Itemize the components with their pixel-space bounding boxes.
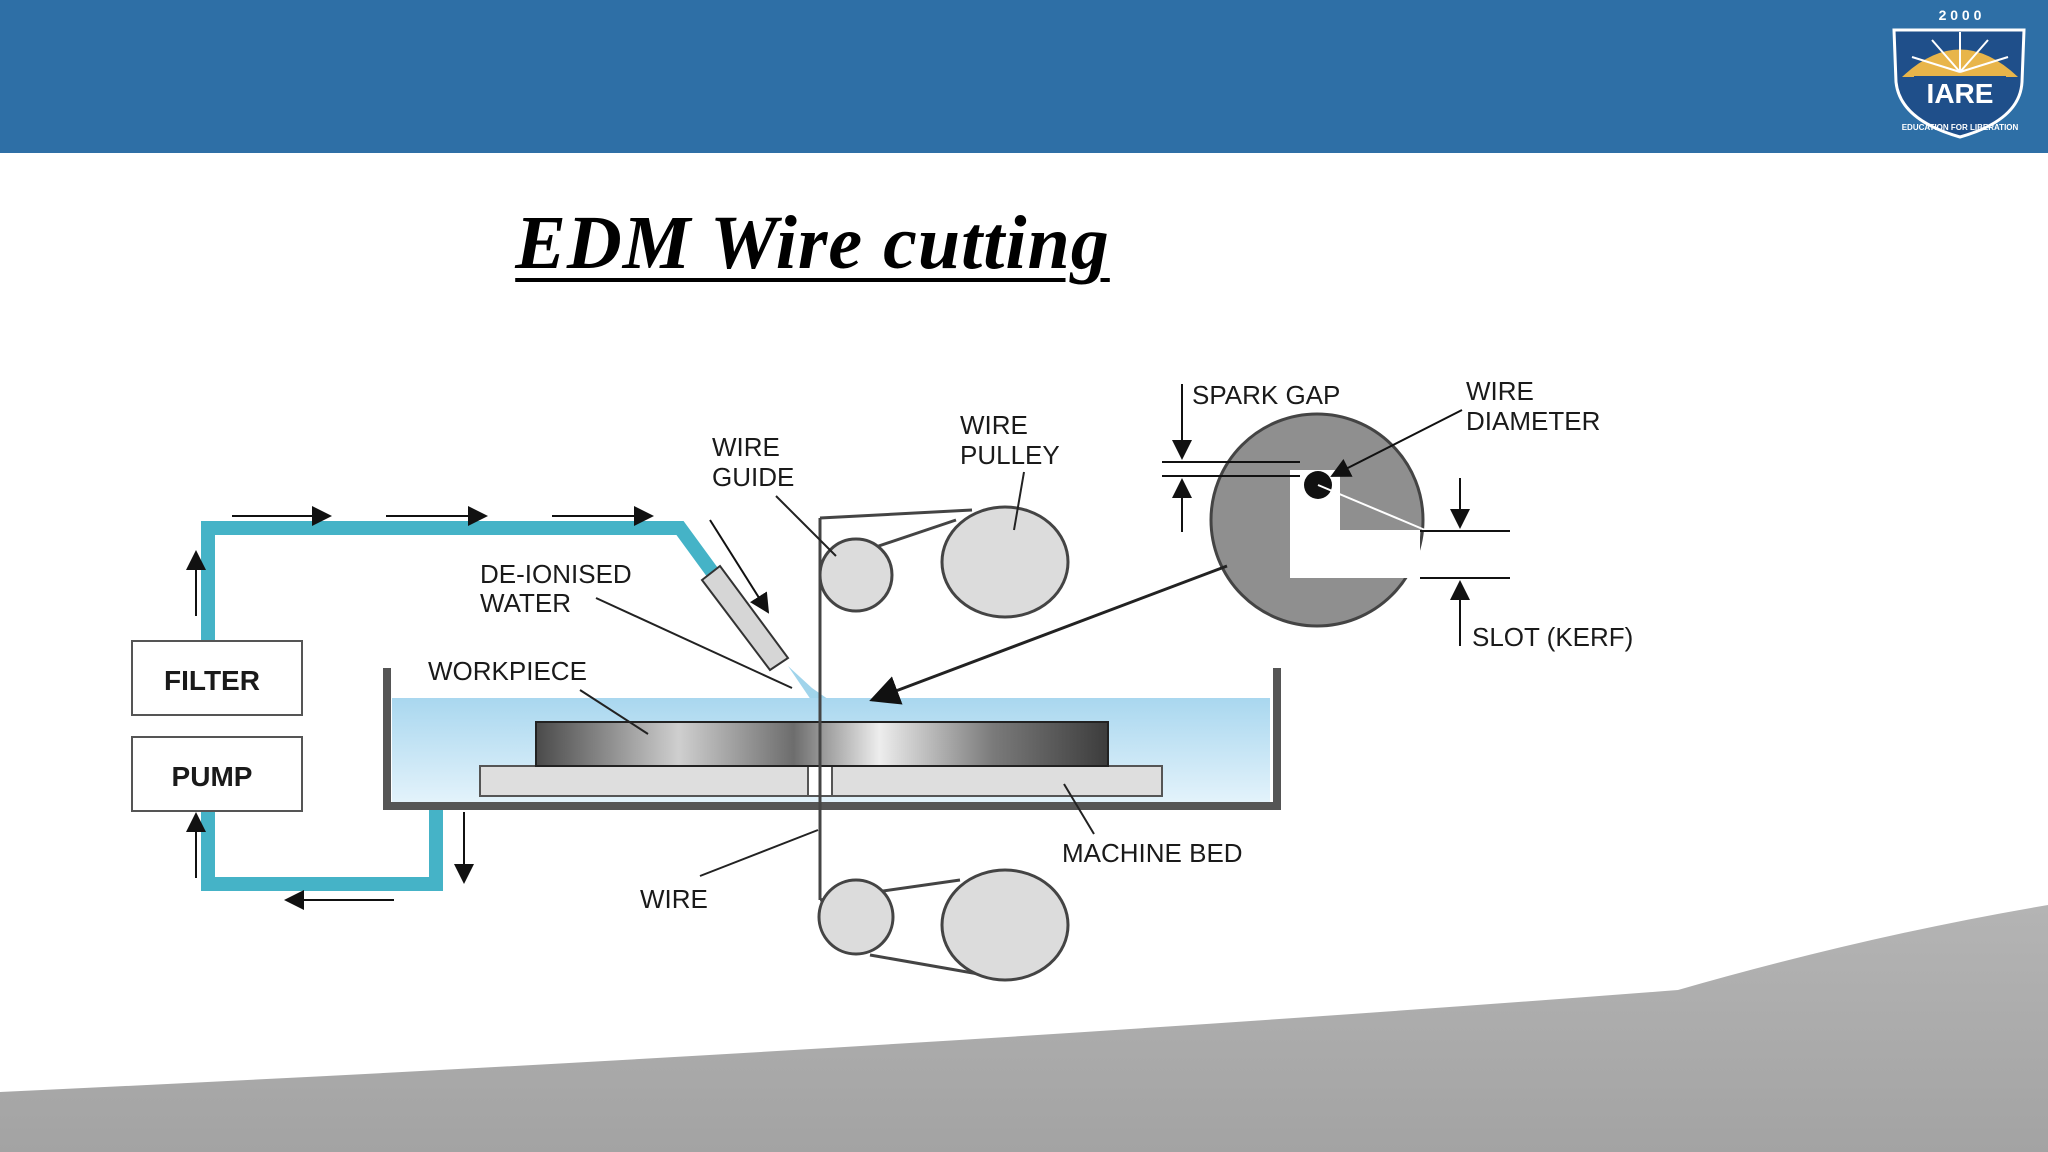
upper-wire-guide — [818, 537, 894, 613]
dimension-lines — [1162, 384, 1510, 646]
slide-title: EDM Wire cutting — [515, 201, 1110, 285]
iare-logo: 2 0 0 0 IARE EDUCATION FOR LIBERATION — [1892, 7, 2026, 139]
pump-label: PUMP — [172, 761, 253, 792]
wire-diameter-label-2: DIAMETER — [1466, 406, 1600, 436]
leader-lines — [579, 471, 1095, 877]
slot-kerf-label: SLOT (KERF) — [1472, 622, 1633, 652]
header-band — [0, 0, 2048, 153]
logo-motto: EDUCATION FOR LIBERATION — [1902, 123, 2019, 132]
pump-box — [131, 736, 303, 812]
deionised-water-label-2: WATER — [480, 588, 571, 618]
lower-wire-pulley — [940, 868, 1070, 982]
water-nozzle — [700, 564, 790, 672]
lower-wire-guide — [817, 878, 895, 956]
detail-view — [1209, 412, 1426, 628]
logo-year: 2 0 0 0 — [1939, 7, 1982, 23]
flow-arrows — [186, 506, 770, 910]
coolant-pipe — [201, 521, 724, 891]
filter-box — [131, 640, 303, 716]
wire-system — [817, 505, 1070, 982]
logo-text: IARE — [1927, 78, 1994, 109]
deionised-water-label-1: DE-IONISED — [480, 559, 632, 589]
tank — [383, 668, 1281, 810]
machine-bed-label: MACHINE BED — [1062, 838, 1243, 868]
spark-gap-label: SPARK GAP — [1192, 380, 1340, 410]
workpiece-label: WORKPIECE — [428, 656, 587, 686]
wire-diameter-label-1: WIRE — [1466, 376, 1534, 406]
wire-pulley-label-1: WIRE — [960, 410, 1028, 440]
filter-label: FILTER — [164, 665, 260, 696]
workpiece — [535, 721, 1109, 767]
wire-guide-label-1: WIRE — [712, 432, 780, 462]
upper-wire-pulley — [940, 505, 1070, 619]
wire-guide-label-2: GUIDE — [712, 462, 794, 492]
wire-pulley-label-2: PULLEY — [960, 440, 1060, 470]
detail-pointer — [869, 564, 1228, 705]
wire-label: WIRE — [640, 884, 708, 914]
bottom-swoosh — [0, 905, 2048, 1152]
